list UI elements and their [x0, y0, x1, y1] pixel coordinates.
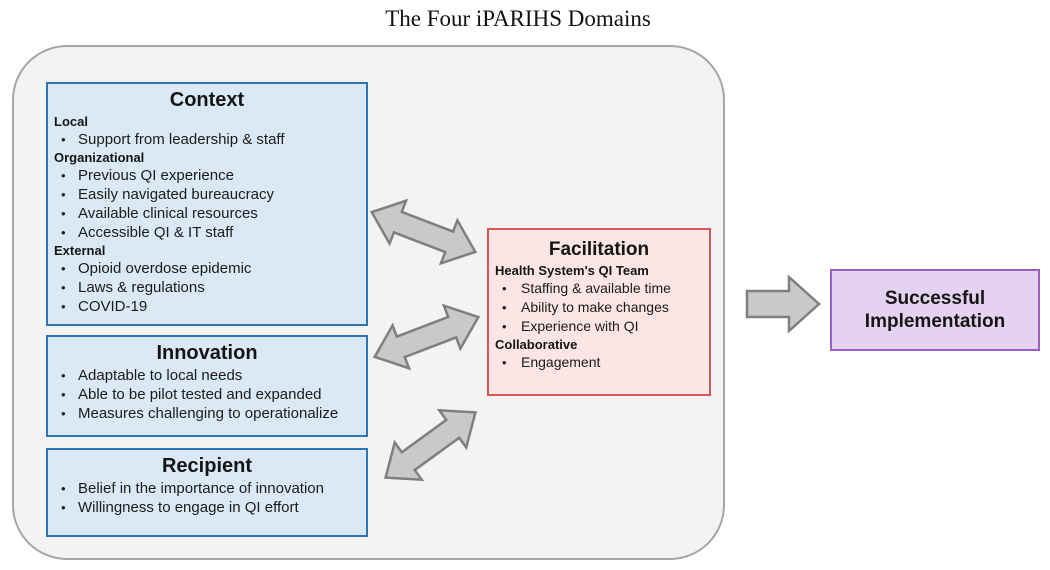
innovation-box: Innovation • Adaptable to local needs • Abl… [46, 335, 368, 437]
double-headed-arrow-icon-recipient-facilitation [369, 390, 493, 500]
list-item: • COVID-19 [54, 297, 360, 316]
facilitation-box-list: Health System's QI Team • Staffing & avail… [495, 262, 703, 372]
bullet-text: Willingness to engage in QI effort [78, 499, 299, 516]
diagram-title: The Four iPARIHS Domains [385, 6, 651, 31]
bullet-icon: • [61, 500, 66, 515]
bullet-text: Available clinical resources [78, 205, 258, 222]
innovation-box-title: Innovation [156, 342, 258, 364]
recipient-box-title: Recipient [161, 455, 253, 477]
bullet-icon: • [61, 299, 66, 314]
section-header: Organizational [54, 150, 145, 165]
bullet-text: Engagement [521, 354, 601, 370]
innovation-box-list: • Adaptable to local needs • Able to be pil… [54, 366, 360, 423]
section-header: Health System's QI Team [495, 263, 649, 278]
list-item: • Support from leadership & staff [54, 130, 360, 149]
list-item: • Engagement [495, 353, 703, 372]
context-box: Context Local • Support from leadership & … [46, 82, 368, 326]
bullet-icon: • [502, 355, 507, 370]
bullet-icon: • [61, 261, 66, 276]
section-header: Local [54, 114, 88, 129]
double-headed-arrow-icon-innovation-facilitation [364, 292, 490, 382]
list-item: • Available clinical resources [54, 204, 360, 223]
section-header: External [54, 243, 106, 258]
bullet-text: COVID-19 [78, 298, 148, 315]
bullet-text: Accessible QI & IT staff [78, 224, 234, 241]
list-item: • Able to be pilot tested and expanded [54, 385, 360, 404]
list-item: • Accessible QI & IT staff [54, 223, 360, 242]
outcome-label-line1: Successful [884, 288, 986, 309]
list-item: • Opioid overdose epidemic [54, 259, 360, 278]
bullet-text: Experience with QI [521, 318, 639, 334]
list-item: • Belief in the importance of innovation [54, 479, 360, 498]
bullet-text: Adaptable to local needs [78, 367, 243, 384]
bullet-icon: • [61, 280, 66, 295]
facilitation-box: Facilitation Health System's QI Team • Sta… [487, 228, 711, 396]
bullet-icon: • [61, 387, 66, 402]
list-item: • Staffing & available time [495, 279, 703, 298]
bullet-icon: • [502, 281, 507, 296]
bullet-text: Laws & regulations [78, 279, 205, 296]
bullet-icon: • [61, 206, 66, 221]
bullet-icon: • [61, 225, 66, 240]
list-item: • Ability to make changes [495, 298, 703, 317]
bullet-text: Support from leadership & staff [78, 131, 285, 148]
bullet-icon: • [502, 300, 507, 315]
bullet-text: Able to be pilot tested and expanded [78, 386, 322, 403]
list-item: • Previous QI experience [54, 166, 360, 185]
successful-implementation-box: Successful Implementation [830, 269, 1040, 351]
bullet-text: Easily navigated bureaucracy [78, 186, 274, 203]
list-item: • Measures challenging to operationalize [54, 404, 360, 423]
bullet-icon: • [61, 368, 66, 383]
list-item: • Easily navigated bureaucracy [54, 185, 360, 204]
recipient-box-list: •Belief in the importance of innovation•… [54, 479, 360, 517]
context-box-title: Context [169, 89, 245, 111]
bullet-text: Staffing & available time [521, 280, 671, 296]
outcome-label-line2: Implementation [864, 311, 1006, 332]
bullet-icon: • [61, 187, 66, 202]
list-item: • Experience with QI [495, 317, 703, 336]
bullet-icon: • [61, 168, 66, 183]
bullet-text: Measures challenging to operationalize [78, 405, 339, 422]
list-item: • Laws & regulations [54, 278, 360, 297]
bullet-text: Belief in the importance of innovation [78, 480, 324, 497]
bullet-icon: • [61, 406, 66, 421]
bullet-icon: • [61, 481, 66, 496]
right-arrow-icon-facilitation-outcome [745, 274, 821, 334]
recipient-box: Recipient • Belief in the importance of i… [46, 448, 368, 537]
list-item: • Adaptable to local needs [54, 366, 360, 385]
section-header: Collaborative [495, 337, 578, 352]
double-headed-arrow-icon-context-facilitation [361, 187, 487, 277]
bullet-icon: • [502, 319, 507, 334]
bullet-icon: • [61, 132, 66, 147]
list-item: • Willingness to engage in QI effort [54, 498, 360, 517]
bullet-text: Ability to make changes [521, 299, 669, 315]
bullet-text: Opioid overdose epidemic [78, 260, 252, 277]
bullet-text: Previous QI experience [78, 167, 234, 184]
facilitation-box-title: Facilitation [548, 239, 650, 260]
